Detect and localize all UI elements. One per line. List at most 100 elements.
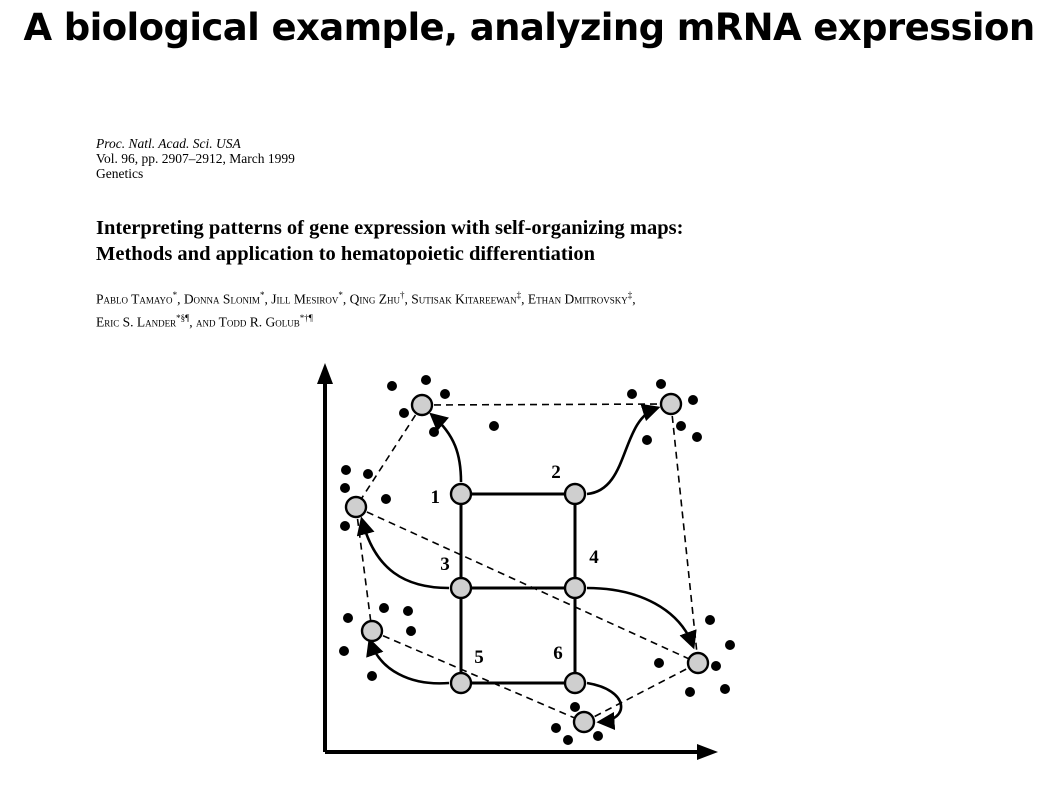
arrow	[366, 637, 450, 685]
data-point	[403, 606, 413, 616]
author-separator: ,	[404, 291, 412, 307]
data-point	[563, 735, 573, 745]
mapped-node	[344, 495, 368, 519]
data-point	[379, 603, 389, 613]
node-label-3: 3	[440, 554, 450, 575]
grid-node-5	[449, 671, 473, 695]
authors-line: Pablo Tamayo*, Donna Slonim*, Jill Mesir…	[96, 286, 636, 309]
data-point	[421, 375, 431, 385]
grid-node-3	[449, 576, 473, 600]
arrow	[586, 586, 697, 650]
mapped-node	[572, 710, 596, 734]
data-point	[340, 521, 350, 531]
author-affiliation-mark: *	[259, 290, 265, 300]
som-diagram: 1 2 3 4 5 6	[317, 363, 735, 760]
author-name: Qing Zhu	[349, 291, 400, 307]
author-name: Donna Slonim	[183, 291, 260, 307]
data-point	[692, 432, 702, 442]
data-point	[343, 613, 353, 623]
paper-title-line-1: Interpreting patterns of gene expression…	[96, 217, 684, 239]
journal-name: Proc. Natl. Acad. Sci. USA	[96, 136, 241, 151]
mapped-node	[659, 392, 683, 416]
dashed-line	[355, 506, 699, 664]
data-point	[551, 723, 561, 733]
data-point	[688, 395, 698, 405]
author-name: Pablo Tamayo	[96, 291, 173, 307]
data-point	[489, 421, 499, 431]
arrow	[356, 516, 450, 590]
author-affiliation-mark: *†¶	[299, 312, 313, 323]
node-label-1: 1	[431, 487, 441, 508]
data-point	[711, 661, 721, 671]
slide-title: A biological example, analyzing mRNA exp…	[23, 6, 1035, 49]
data-point	[363, 469, 373, 479]
data-point	[656, 379, 666, 389]
dashed-mapping-lines	[355, 403, 699, 723]
data-point	[705, 615, 715, 625]
author-name: Todd R. Golub	[218, 314, 300, 329]
dashed-line	[371, 630, 585, 723]
mapped-node	[360, 619, 384, 643]
authors-line: Eric S. Lander*§¶, and Todd R. Golub*†¶	[96, 309, 636, 332]
paper-title: Interpreting patterns of gene expression…	[96, 215, 683, 267]
author-affiliation-mark: †	[399, 290, 405, 300]
author-name: Jill Mesirov	[271, 291, 339, 307]
data-point	[367, 671, 377, 681]
grid-node-6	[563, 671, 587, 695]
data-point	[654, 658, 664, 668]
data-point	[593, 731, 603, 741]
author-separator: ,	[342, 291, 350, 307]
grid-node-2	[563, 482, 587, 506]
paper-title-line-2: Methods and application to hematopoietic…	[96, 243, 596, 265]
data-point	[381, 494, 391, 504]
movement-arrows	[356, 403, 697, 731]
author-separator: ,	[632, 291, 636, 307]
dashed-line	[670, 403, 699, 664]
grid-nodes	[449, 482, 587, 695]
mapped-nodes	[344, 392, 710, 734]
node-label-2: 2	[551, 462, 561, 483]
plot-axes	[317, 363, 718, 760]
author-separator: ,	[521, 291, 528, 307]
grid-node-1	[449, 482, 473, 506]
author-name: Sutisak Kitareewan	[411, 291, 517, 307]
data-point	[341, 465, 351, 475]
data-point	[406, 626, 416, 636]
author-affiliation-mark: ‡	[627, 290, 633, 300]
dashed-line	[355, 404, 423, 508]
author-affiliation-mark: *	[172, 290, 178, 300]
mapped-node	[686, 651, 710, 675]
author-affiliation-mark: ‡	[516, 290, 522, 300]
author-separator: ,	[177, 291, 184, 307]
author-separator: ,	[264, 291, 272, 307]
node-label-6: 6	[553, 643, 563, 664]
dashed-line	[421, 403, 672, 406]
y-axis-arrowhead	[317, 363, 333, 384]
data-point	[429, 427, 439, 437]
section-name: Genetics	[96, 166, 144, 181]
data-point	[685, 687, 695, 697]
author-separator: , and	[189, 314, 219, 329]
data-point	[399, 408, 409, 418]
volume-line: Vol. 96, pp. 2907–2912, March 1999	[96, 151, 295, 166]
author-name: Eric S. Lander	[96, 314, 177, 329]
dashed-line	[355, 506, 373, 632]
author-name: Ethan Dmitrovsky	[527, 291, 628, 307]
dashed-line	[583, 662, 699, 723]
x-axis-arrowhead	[697, 744, 718, 760]
node-label-4: 4	[589, 547, 599, 568]
arrow	[586, 681, 623, 731]
paper-citation: Proc. Natl. Acad. Sci. USA Vol. 96, pp. …	[96, 136, 295, 181]
arrow	[429, 412, 463, 483]
data-point	[387, 381, 397, 391]
arrow	[586, 403, 661, 496]
data-point	[676, 421, 686, 431]
node-label-5: 5	[474, 647, 484, 668]
data-point	[725, 640, 735, 650]
author-affiliation-mark: *	[338, 290, 343, 300]
data-point	[570, 702, 580, 712]
paper-authors: Pablo Tamayo*, Donna Slonim*, Jill Mesir…	[96, 286, 636, 331]
data-point	[720, 684, 730, 694]
data-point	[627, 389, 637, 399]
data-point	[440, 389, 450, 399]
